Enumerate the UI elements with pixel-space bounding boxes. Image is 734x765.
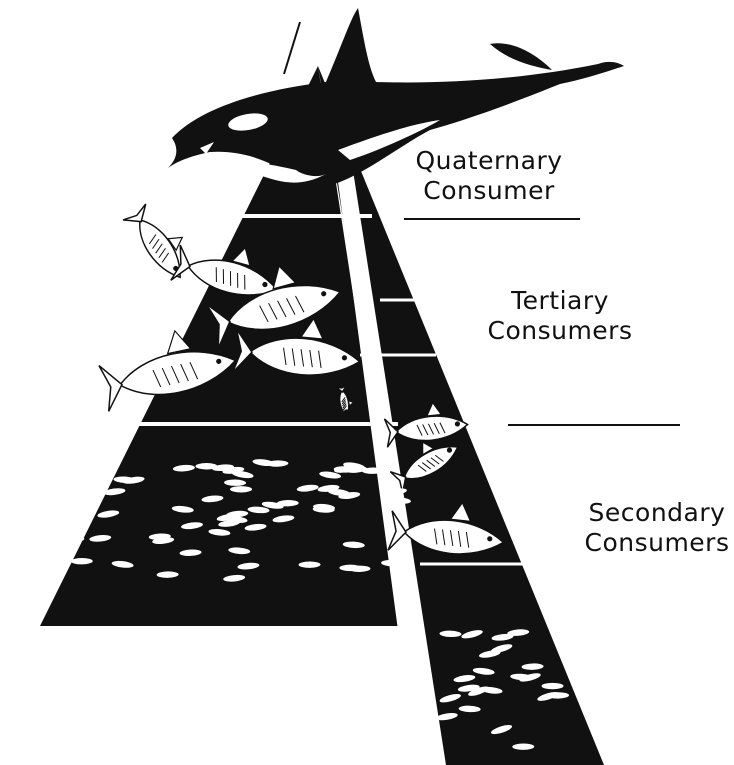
small-fish-icon: [388, 497, 411, 504]
small-fish-icon: [216, 513, 239, 522]
small-fish-icon: [266, 460, 289, 467]
small-fish-icon: [512, 743, 535, 750]
small-fish-icon: [195, 463, 218, 470]
small-fish-icon: [172, 464, 195, 472]
small-fish-icon: [296, 484, 319, 492]
small-fish-icon: [453, 675, 476, 683]
small-fish-icon: [201, 495, 224, 503]
pyramid-right-face: [318, 66, 604, 765]
small-fish-icon: [472, 667, 495, 675]
small-fish-icon: [244, 523, 267, 531]
small-fish-icon: [179, 549, 202, 556]
label-quaternary-line2: Consumer: [423, 176, 555, 205]
small-fish-icon: [461, 630, 483, 639]
small-fish-icon: [458, 705, 481, 713]
small-fish-icon: [97, 510, 120, 518]
small-fish-icon: [230, 486, 253, 493]
label-quaternary: Quaternary Consumer: [394, 146, 584, 206]
small-fish-icon: [435, 713, 458, 721]
fish-icon: [205, 264, 342, 349]
fish-icon: [333, 383, 355, 417]
small-fish-icon: [89, 534, 112, 542]
label-tertiary-line2: Consumers: [487, 316, 633, 345]
secondary-fish-school: [62, 459, 570, 750]
small-fish-icon: [491, 633, 514, 641]
small-fish-icon: [490, 725, 513, 735]
label-tertiary-line1: Tertiary: [511, 286, 609, 315]
fish-icon: [389, 440, 459, 494]
fish-icon: [232, 317, 361, 376]
small-fish-icon: [224, 479, 247, 486]
small-fish-icon: [181, 522, 203, 530]
small-fish-icon: [298, 561, 321, 568]
label-quaternary-line1: Quaternary: [415, 146, 563, 175]
small-fish-icon: [261, 501, 284, 509]
small-fish-icon: [313, 503, 335, 511]
fish-icon: [98, 329, 237, 412]
small-fish-icon: [247, 506, 270, 514]
apex-line: [283, 21, 301, 75]
tertiary-fish-group: [98, 203, 505, 555]
small-fish-icon: [507, 629, 530, 636]
fish-icon: [387, 501, 505, 555]
small-fish-icon: [113, 476, 136, 483]
small-fish-icon: [348, 565, 371, 572]
small-fish-icon: [148, 533, 171, 540]
small-fish-icon: [478, 650, 501, 658]
small-fish-icon: [70, 557, 93, 565]
label-secondary: Secondary Consumers: [582, 498, 732, 558]
label-tertiary: Tertiary Consumers: [472, 286, 648, 346]
small-fish-icon: [223, 574, 246, 582]
label-secondary-line2: Consumers: [584, 528, 730, 557]
fish-icon: [170, 244, 279, 296]
small-fish-icon: [361, 467, 384, 474]
small-fish-icon: [103, 488, 126, 496]
small-fish-icon: [385, 488, 407, 496]
orca-icon: [168, 8, 624, 187]
small-fish-icon: [156, 571, 179, 578]
small-fish-icon: [228, 547, 251, 555]
small-fish-icon: [537, 691, 559, 701]
small-fish-icon: [62, 535, 85, 543]
small-fish-icon: [439, 693, 461, 703]
small-fish-icon: [342, 541, 365, 549]
small-fish-icon: [272, 515, 295, 523]
small-fish-icon: [319, 471, 342, 479]
small-fish-icon: [222, 466, 245, 474]
label-secondary-line1: Secondary: [588, 498, 726, 527]
small-fish-icon: [439, 630, 462, 638]
small-fish-icon: [334, 465, 356, 473]
small-fish-icon: [468, 686, 490, 696]
small-fish-icon: [237, 562, 260, 570]
rule-quaternary: [404, 218, 580, 220]
orca-eye-patch: [228, 113, 268, 131]
small-fish-icon: [171, 505, 194, 513]
small-fish-icon: [541, 682, 564, 690]
small-fish-icon: [111, 560, 134, 568]
small-fish-icon: [208, 529, 231, 536]
rule-tertiary: [508, 424, 680, 426]
small-fish-icon: [521, 663, 544, 670]
light-beam: [322, 62, 446, 765]
fish-icon: [383, 401, 469, 448]
small-fish-icon: [381, 560, 404, 567]
small-fish-icon: [276, 499, 299, 507]
orca-belly: [184, 158, 326, 183]
fish-icon: [122, 203, 184, 279]
small-fish-icon: [338, 492, 361, 499]
small-fish-icon: [218, 519, 241, 527]
small-fish-icon: [519, 673, 541, 682]
